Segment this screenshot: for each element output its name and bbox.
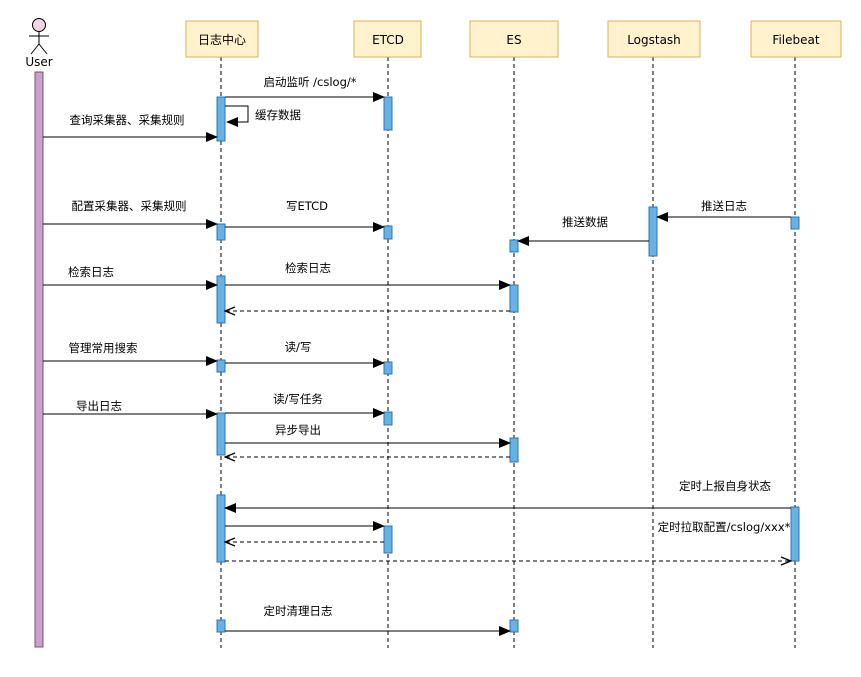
activation-center [216,494,226,563]
activation-es [509,284,519,313]
participant-etcd: ETCD [353,20,422,58]
actor-head [32,18,46,32]
activation-etcd [383,96,393,131]
message-labels: 启动监听 /cslog/* 缓存数据 查询采集器、采集规则 配置采集器、采集规则… [68,75,791,618]
activation-etcd [383,411,393,426]
actor-label: User [25,55,52,69]
activations [216,96,800,633]
label-push-data: 推送数据 [562,215,608,229]
activation-filebeat [790,506,800,562]
activation-center [216,619,226,633]
activation-filebeat [790,216,800,230]
participant-label: Logstash [627,33,681,47]
activation-center [216,412,226,456]
participant-label: ETCD [372,33,404,47]
label-cache-data: 缓存数据 [255,108,301,122]
actor-activation-bar [34,71,44,648]
activation-es [509,239,519,253]
participant-logstash: Logstash [607,20,701,58]
participant-label: Filebeat [772,33,819,47]
actor-user [29,18,49,55]
label-query-collectors: 查询采集器、采集规则 [70,113,185,127]
participant-label: 日志中心 [198,32,246,47]
label-manage-search: 管理常用搜索 [69,341,138,355]
activation-center [216,223,226,241]
label-write-etcd: 写ETCD [286,199,328,213]
participant-center: 日志中心 [185,20,259,58]
label-clean-log: 定时清理日志 [264,604,333,618]
label-start-watch: 启动监听 /cslog/* [264,75,357,89]
label-push-log: 推送日志 [701,199,747,213]
activation-center [216,275,226,324]
label-report-status: 定时上报自身状态 [679,479,771,493]
activation-etcd [383,225,393,240]
label-config-collectors: 配置采集器、采集规则 [72,199,187,213]
activation-etcd [383,525,393,554]
participant-filebeat: Filebeat [750,20,842,58]
label-search-log-user: 检索日志 [68,265,114,279]
arrow-cache-data [225,105,249,127]
label-read-write-task: 读/写任务 [273,392,323,406]
activation-es [509,619,519,633]
activation-logstash [648,206,658,257]
label-export-log: 导出日志 [76,399,122,413]
participant-label: ES [506,33,521,47]
activation-etcd [383,361,393,375]
label-read-write: 读/写 [285,340,312,354]
label-pull-config: 定时拉取配置/cslog/xxx* [658,520,791,534]
messages [43,92,791,636]
activation-es [509,437,519,463]
participant-es: ES [469,20,559,58]
activation-center [216,96,226,142]
label-search-log-es: 检索日志 [285,261,331,275]
activation-center [216,359,226,373]
label-async-export: 异步导出 [275,423,321,437]
